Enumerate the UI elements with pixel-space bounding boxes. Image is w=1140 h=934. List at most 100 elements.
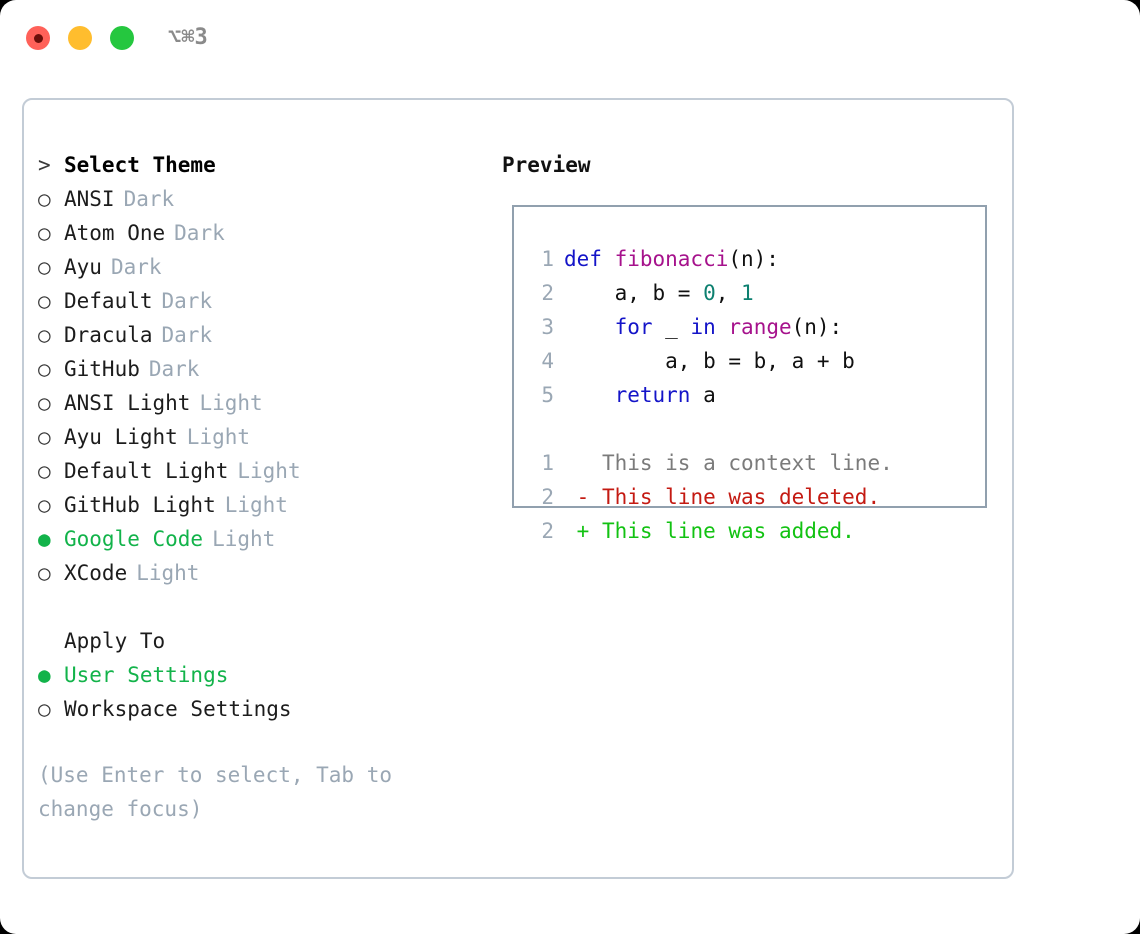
radio-selected-icon[interactable]: ●	[38, 527, 51, 551]
code-line: 4 a, b = b, a + b	[528, 344, 893, 378]
blank-marker: ○	[38, 624, 64, 658]
diff-sign	[564, 451, 589, 475]
radio-unselected-icon[interactable]: ○	[38, 323, 51, 347]
code-token: for	[614, 315, 653, 339]
radio-unselected-icon[interactable]: ○	[38, 493, 51, 517]
theme-item-variant: Dark	[123, 187, 175, 211]
radio-selected-icon[interactable]: ●	[38, 663, 51, 687]
theme-item-variant: Light	[136, 561, 200, 585]
theme-item-variant: Light	[212, 527, 276, 551]
diff-text: This line was added.	[589, 519, 855, 543]
radio-unselected-icon[interactable]: ○	[38, 459, 51, 483]
theme-item-label: Dracula	[64, 323, 153, 347]
theme-item-variant: Light	[199, 391, 263, 415]
radio-unselected-icon[interactable]: ○	[38, 425, 51, 449]
diff-text: This is a context line.	[589, 451, 893, 475]
radio-unselected-icon[interactable]: ○	[38, 255, 51, 279]
diff-line: 2 + This line was added.	[528, 514, 893, 548]
theme-item[interactable]: ○ Atom One Dark	[38, 216, 488, 250]
radio-unselected-icon[interactable]: ○	[38, 697, 51, 721]
preview-title: Preview	[502, 153, 591, 177]
theme-item[interactable]: ○ ANSI Dark	[38, 182, 488, 216]
theme-item-variant: Light	[237, 459, 301, 483]
code-token: ,	[715, 281, 742, 305]
theme-item-label: Ayu Light	[64, 425, 178, 449]
radio-unselected-icon[interactable]: ○	[38, 289, 51, 313]
traffic-lights	[26, 26, 134, 50]
apply-to-list: ●User Settings ○ Workspace Settings	[38, 658, 488, 726]
theme-item-variant: Dark	[161, 289, 213, 313]
line-number: 5	[541, 383, 554, 407]
line-number: 4	[541, 349, 554, 373]
maximize-window-icon[interactable]	[110, 26, 134, 50]
diff-text: This line was deleted.	[589, 485, 881, 509]
line-number: 1	[541, 451, 554, 475]
theme-item[interactable]: ○ Ayu Light Light	[38, 420, 488, 454]
code-token	[564, 383, 615, 407]
code-token: def	[564, 247, 615, 271]
code-token	[564, 315, 615, 339]
titlebar: ⌥⌘3	[0, 0, 1140, 78]
minimize-window-icon[interactable]	[68, 26, 92, 50]
keyboard-hint: (Use Enter to select, Tab to change focu…	[38, 758, 458, 826]
code-line: 3 for _ in range(n):	[528, 310, 893, 344]
code-diff-separator	[528, 412, 893, 446]
theme-item-label: GitHub	[64, 357, 140, 381]
radio-unselected-icon[interactable]: ○	[38, 561, 51, 585]
code-line: 5 return a	[528, 378, 893, 412]
radio-unselected-icon[interactable]: ○	[38, 221, 51, 245]
code-token: (n):	[791, 315, 843, 339]
apply-to-option-label: Workspace Settings	[64, 697, 292, 721]
theme-item-label: Atom One	[64, 221, 166, 245]
theme-item[interactable]: ○ ANSI Light Light	[38, 386, 488, 420]
keyboard-hint-line-2: change focus)	[38, 797, 203, 821]
diff-sign: -	[564, 485, 590, 509]
section-spacer	[38, 590, 488, 624]
code-token: a, b =	[564, 281, 704, 305]
theme-item-label: ANSI Light	[64, 391, 191, 415]
apply-to-option[interactable]: ●User Settings	[38, 658, 488, 692]
diff-sign: +	[564, 519, 590, 543]
close-window-icon[interactable]	[26, 26, 50, 50]
code-token: 0	[703, 281, 716, 305]
code-token: 1	[741, 281, 754, 305]
line-number: 2	[541, 485, 554, 509]
theme-item-variant: Dark	[174, 221, 225, 245]
theme-item-variant: Light	[224, 493, 288, 517]
code-token: fibonacci	[614, 247, 729, 271]
apply-to-option[interactable]: ○ Workspace Settings	[38, 692, 488, 726]
code-token: in	[690, 315, 716, 339]
line-number: 2	[541, 281, 554, 305]
theme-item-variant: Light	[186, 425, 251, 449]
line-number: 1	[541, 247, 554, 271]
code-token	[716, 315, 729, 339]
theme-picker-heading: > Select Theme	[38, 148, 488, 182]
theme-item-variant: Dark	[110, 255, 162, 279]
code-token: a	[690, 383, 716, 407]
apply-to-title: Apply To	[64, 629, 166, 653]
radio-unselected-icon[interactable]: ○	[38, 391, 51, 415]
theme-picker-title: Select Theme	[64, 153, 216, 177]
code-token: a, b = b, a + b	[564, 349, 855, 373]
keyboard-hint-line-1: (Use Enter to select, Tab to	[38, 763, 393, 787]
theme-item-label: Default	[64, 289, 153, 313]
radio-unselected-icon[interactable]: ○	[38, 187, 51, 211]
radio-unselected-icon[interactable]: ○	[38, 357, 51, 381]
theme-item-label: ANSI	[64, 187, 115, 211]
theme-item[interactable]: ○ Default Dark	[38, 284, 488, 318]
code-line: 2 a, b = 0, 1	[528, 276, 893, 310]
keyboard-shortcut-label: ⌥⌘3	[168, 25, 208, 50]
